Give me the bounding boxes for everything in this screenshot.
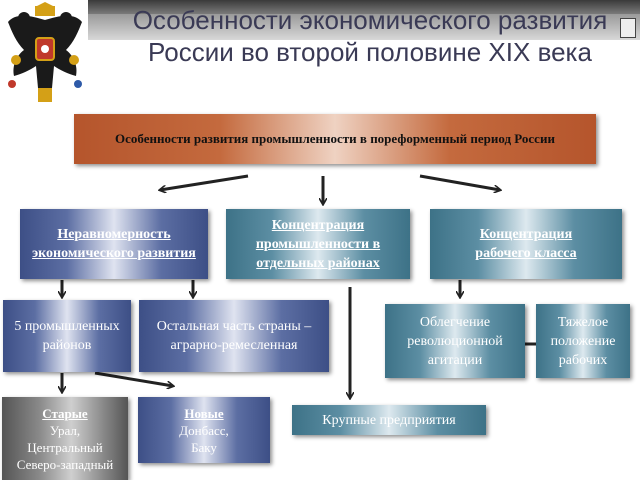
feature-concentration-industry: Концентрация промышленности в отдельных …: [226, 209, 410, 279]
rest-country-label: Остальная часть страны – аграрно-ремесле…: [156, 319, 312, 353]
hard-conditions-box: Тяжелое положение рабочих: [536, 304, 630, 378]
new-regions-box: Новые Донбасс, Баку: [138, 397, 270, 463]
hard-conditions-label: Тяжелое положение рабочих: [550, 314, 616, 368]
feature-concentration-workers-label: Концентрация рабочего класса: [475, 227, 577, 261]
large-enterprises-box: Крупные предприятия: [292, 405, 486, 435]
old-region-line: Урал,: [49, 422, 81, 438]
old-region-line: Центральный: [27, 439, 103, 455]
new-region-line: Донбасс,: [179, 422, 229, 438]
arrow-to-new: [94, 371, 173, 386]
old-regions-heading: Старые: [42, 405, 88, 421]
old-region-line: Северо-западный: [16, 456, 114, 472]
top-gray-bar: [88, 14, 640, 40]
header-box: Особенности развития промышленности в по…: [74, 114, 596, 164]
new-regions-heading: Новые: [184, 405, 224, 421]
arrow-to-concentration-workers: [419, 174, 500, 190]
feature-unevenness-label: Неравномерность экономического развития: [32, 227, 196, 261]
arrow-to-unevenness: [160, 174, 249, 190]
top-dark-band: [88, 0, 640, 14]
feature-concentration-workers: Концентрация рабочего класса: [430, 209, 622, 279]
agitation-box: Облегчение революционной агитации: [385, 304, 525, 378]
feature-concentration-industry-label: Концентрация промышленности в отдельных …: [255, 217, 381, 271]
agitation-label: Облегчение революционной агитации: [407, 314, 503, 368]
header-box-label: Особенности развития промышленности в по…: [115, 131, 555, 146]
old-regions-box: Старые Урал, Центральный Северо-западный: [2, 397, 128, 480]
large-enterprises-label: Крупные предприятия: [322, 412, 456, 428]
rest-country-box: Остальная часть страны – аграрно-ремесле…: [139, 300, 329, 372]
five-regions-label: 5 промышленных районов: [14, 319, 120, 353]
double-headed-eagle-icon: [8, 2, 82, 102]
new-region-line: Баку: [191, 439, 217, 455]
feature-unevenness: Неравномерность экономического развития: [20, 209, 208, 279]
five-regions-box: 5 промышленных районов: [3, 300, 131, 372]
slide-title: Особенности экономического развития Росс…: [132, 5, 608, 67]
window-control-icon[interactable]: [620, 18, 636, 38]
